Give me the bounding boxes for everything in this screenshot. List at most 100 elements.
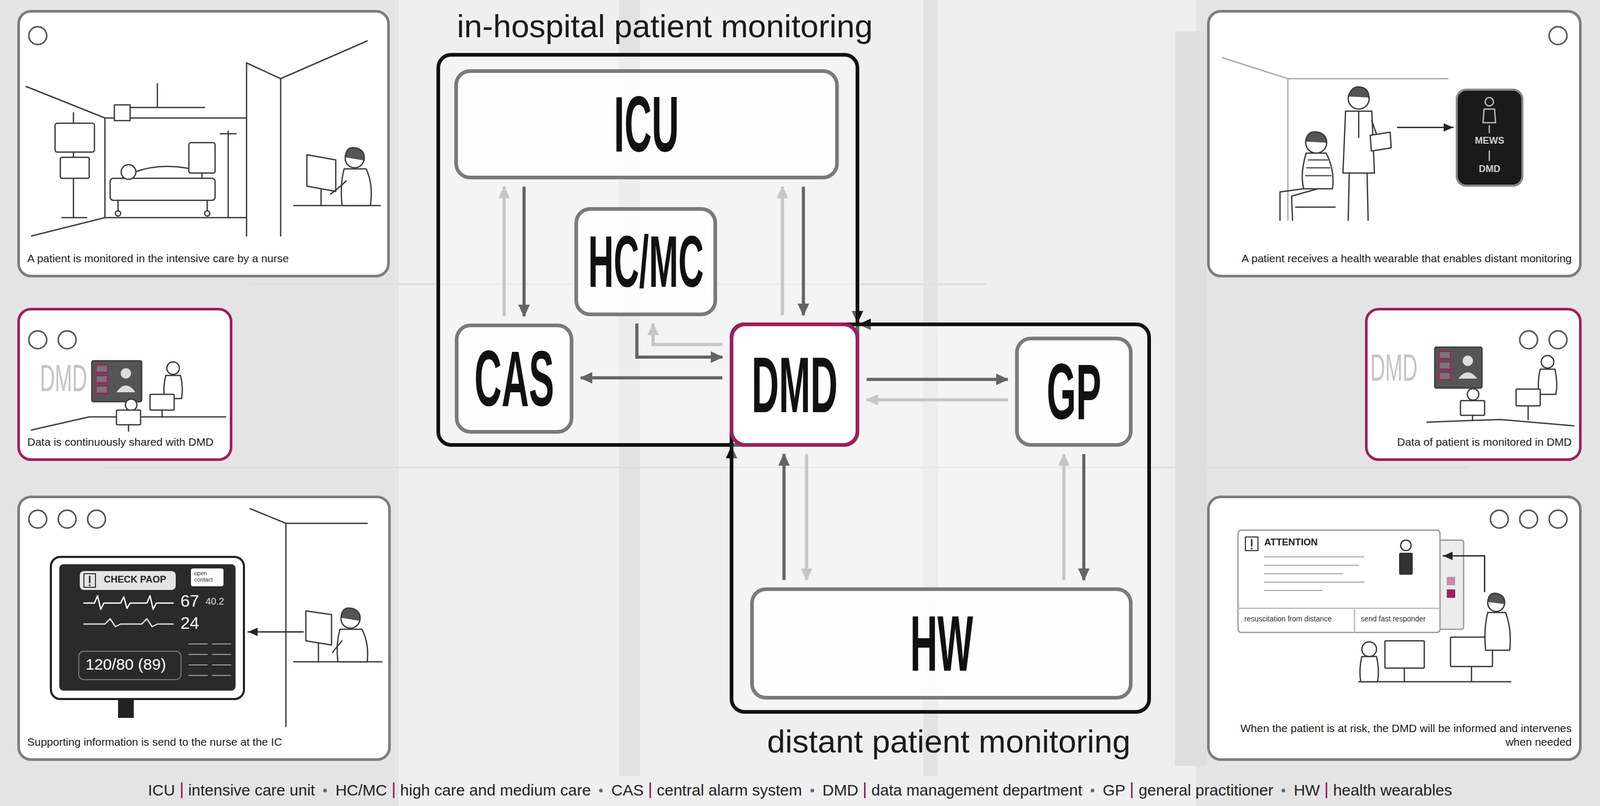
wearable-scene [1488, 125, 1491, 133]
monitor-scene [78, 651, 181, 680]
wearable-scene [1280, 188, 1318, 221]
dmd-scene [1434, 347, 1482, 389]
monitor-scene [83, 573, 96, 588]
step-circle [28, 26, 47, 45]
wearable-scene [1302, 153, 1333, 189]
icu-scene [110, 178, 216, 201]
wearable-scene [1485, 97, 1494, 106]
dmd-scene [1438, 372, 1451, 380]
panel-fill [1364, 307, 1582, 462]
icu-scene [320, 189, 323, 206]
wearable-scene [1397, 126, 1454, 129]
scene-panel: When the patient is at risk, the DMD wil… [1207, 495, 1582, 762]
monitor-scene [89, 576, 91, 583]
icu-scene [104, 118, 106, 218]
dmd-scene [1438, 361, 1451, 370]
label-anchor: DMD [1370, 346, 1457, 390]
separator-bar [1325, 782, 1328, 799]
panel-caption: A patient receives a health wearable tha… [1217, 251, 1572, 266]
alert-scene [1251, 539, 1253, 547]
separator-bar [1131, 782, 1133, 799]
dmd-scene [1460, 400, 1485, 416]
dmd-scene [1426, 419, 1574, 426]
wearable-scene [1456, 89, 1523, 186]
panel-caption: A patient is monitored in the intensive … [27, 251, 380, 266]
vital-value: 24 [180, 613, 200, 634]
button-text: open contact [194, 570, 213, 583]
monitor-scene [212, 675, 231, 677]
separator-bar [649, 782, 652, 799]
abbreviation-meaning: general practitioner [1138, 781, 1274, 800]
alert-text: CHECK PAOP [103, 574, 167, 586]
monitor-scene [305, 611, 332, 646]
monitor-scene [88, 584, 91, 587]
alert-scene [1264, 590, 1322, 592]
background [398, 0, 1197, 806]
alert-scene [1264, 556, 1364, 558]
monitor-scene [83, 595, 174, 610]
process-box: HW [750, 587, 1133, 700]
icu-scene [26, 40, 381, 237]
monitor-scene [190, 568, 224, 587]
icu-scene [26, 86, 247, 119]
wearable-scene [1370, 132, 1392, 152]
abbreviation-meaning: high care and medium care [400, 781, 592, 800]
wearable-scene [1305, 132, 1327, 154]
dmd-scene [91, 360, 142, 402]
alert-scene [1358, 681, 1511, 684]
dmd-scene [120, 368, 132, 379]
monitor-scene [59, 564, 236, 691]
icu-scene [220, 133, 237, 135]
panel-caption: When the patient is at risk, the DMD wil… [1217, 721, 1572, 750]
label-anchor: MEWS [1456, 135, 1523, 147]
step-circle [1519, 331, 1538, 349]
hub-box: DMD [729, 322, 860, 447]
alert-scene [1264, 573, 1343, 575]
monitor-scene [248, 631, 304, 634]
alert-scene [1446, 589, 1456, 599]
label-anchor: ATTENTION [1264, 537, 1318, 549]
dmd-scene [1527, 406, 1530, 420]
wearable-scene [1348, 87, 1369, 98]
abbreviation-key: ICUintensive care unitHC/MChigh care and… [0, 781, 1600, 800]
icu-scene [120, 107, 205, 109]
monitor-scene [188, 644, 231, 676]
box-label: GP [1046, 352, 1102, 432]
box-label: CAS [474, 339, 554, 419]
panel-fill [1207, 495, 1582, 762]
abbreviation: HW [1293, 781, 1320, 800]
dmd-scene [96, 365, 108, 373]
icu-scene [117, 200, 120, 211]
step-circle [1490, 510, 1509, 529]
wearable-scene [1222, 57, 1523, 221]
monitor-scene [250, 508, 286, 524]
label-anchor: resuscitation from distance [1244, 614, 1332, 624]
icu-scene [306, 154, 336, 192]
icu-scene [121, 164, 136, 180]
icu-scene [246, 62, 248, 237]
icu-scene [246, 62, 281, 79]
alert-scene [1443, 556, 1485, 592]
monitor-scene [50, 508, 382, 727]
wearable-scene [1305, 131, 1327, 143]
dmd-scene [116, 385, 136, 393]
monitor-scene [285, 523, 368, 525]
abbreviation-meaning: data management department [871, 781, 1083, 800]
monitor-scene [188, 643, 208, 645]
wearable-scene [1358, 111, 1360, 138]
dmd-scene [116, 410, 141, 425]
alert-scene [1264, 564, 1359, 567]
separator-dot [1090, 788, 1095, 793]
abbreviation-meaning: intensive care unit [188, 781, 316, 800]
monitor-scene [212, 664, 231, 666]
icu-scene [330, 180, 347, 195]
process-box: HC/MC [574, 207, 718, 317]
monitor-scene [50, 557, 244, 700]
wearable-scene [1488, 151, 1491, 161]
alert-scene [1238, 608, 1440, 610]
label-anchor: 40.2 [205, 596, 224, 608]
alert-scene [1487, 593, 1505, 605]
